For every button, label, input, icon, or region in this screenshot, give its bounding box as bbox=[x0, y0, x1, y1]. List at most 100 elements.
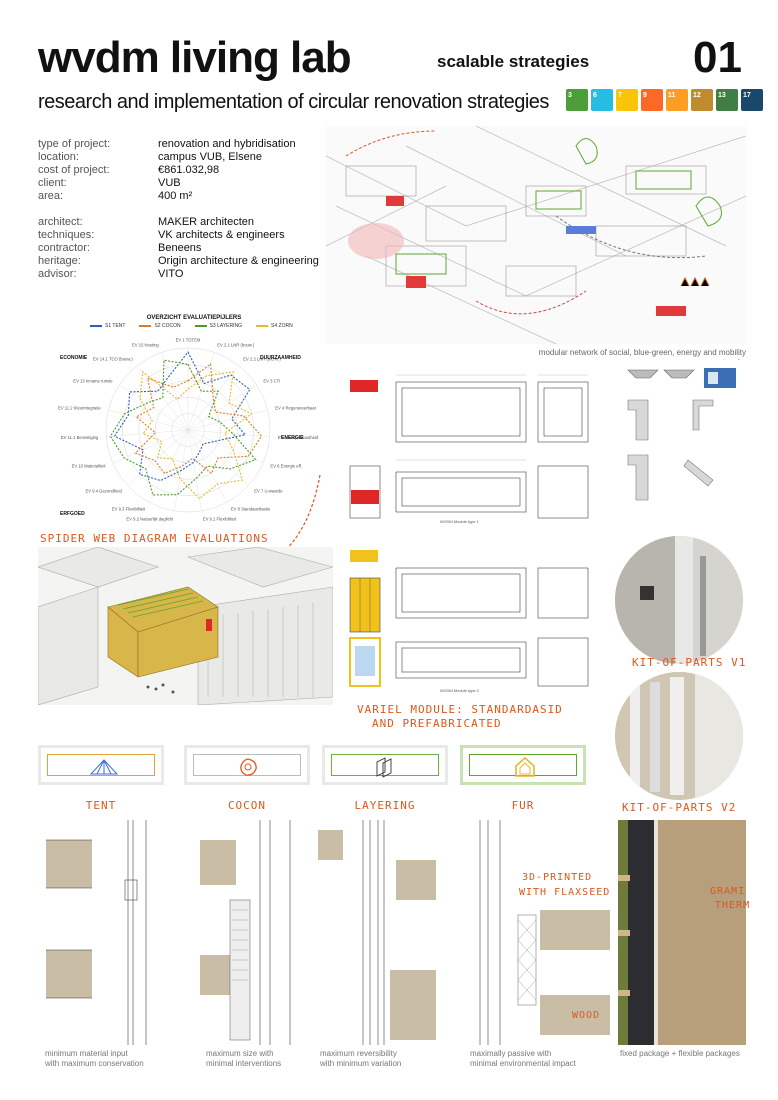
fact-row: advisor:VITO bbox=[38, 268, 338, 281]
note-wood: WOOD bbox=[572, 1010, 601, 1021]
legend-label: S2 COCON bbox=[154, 323, 181, 329]
spider-axis-label: EV 6 Energie eff. bbox=[270, 464, 302, 469]
kit-v1-photo-drawing bbox=[615, 536, 743, 664]
fact-key: advisor: bbox=[38, 268, 77, 280]
network-axonometry-image bbox=[326, 126, 746, 344]
fact-value: MAKER architecten bbox=[158, 216, 254, 228]
fact-row: techniques:VK architects & engineers bbox=[38, 229, 338, 242]
legend-label: S4 ZORN bbox=[271, 323, 293, 329]
spider-category-erfgoed: ERFGOED bbox=[60, 511, 85, 517]
legend-swatch bbox=[90, 325, 102, 327]
sdg-goal-6-icon: 6 bbox=[591, 89, 613, 111]
cocoon-icon bbox=[240, 758, 257, 776]
spider-axis-line bbox=[112, 429, 189, 464]
spider-axis-label: EV 13 Inname ruimte bbox=[73, 378, 113, 383]
kit-v2-photo bbox=[615, 672, 743, 800]
building-axonometry-image bbox=[38, 547, 333, 705]
module-2-title: WVDM Module type 2 bbox=[440, 688, 479, 693]
fact-row: area:400 m² bbox=[38, 190, 338, 203]
fact-row: architect:MAKER architecten bbox=[38, 216, 338, 229]
section-layering-image bbox=[318, 820, 438, 1045]
fact-key: type of project: bbox=[38, 138, 111, 150]
module-1-title: WVDM Module type 1 bbox=[440, 519, 479, 524]
note-3d-printed-2: WITH FLAXSEED bbox=[519, 887, 611, 898]
module-1-plans bbox=[349, 374, 589, 519]
strategy-label-layering: LAYERING bbox=[354, 799, 416, 812]
spider-series-outline bbox=[113, 351, 251, 482]
fact-value: VK architects & engineers bbox=[158, 229, 285, 241]
spider-axis-label: EV 9.3 Flexibiliteit bbox=[112, 507, 146, 512]
section-tent-image bbox=[38, 820, 166, 1045]
spider-axis-label: EV 10 Materialiteit bbox=[72, 464, 107, 469]
fact-value: Beneens bbox=[158, 242, 202, 254]
spider-axis-label: EV 11.1 Bevestiging bbox=[61, 435, 99, 440]
page-lead: research and implementation of circular … bbox=[38, 91, 549, 113]
strategy-frame-fur bbox=[460, 745, 586, 785]
spider-axis-label: EV 11.2 Kleurintegratie bbox=[58, 405, 101, 410]
fact-key: client: bbox=[38, 177, 67, 189]
fact-row: location:campus VUB, Elsene bbox=[38, 151, 338, 164]
fact-value: 400 m² bbox=[158, 190, 193, 202]
module-handwritten-caption-2: AND PREFABRICATED bbox=[372, 717, 502, 730]
spider-axis-line bbox=[106, 429, 189, 437]
module-2-plans bbox=[349, 550, 589, 687]
spider-axis-label: EV 15 Nesting bbox=[132, 342, 159, 347]
page-number: 01 bbox=[693, 33, 742, 82]
spider-axis-line bbox=[161, 352, 189, 431]
legend-item: S4 ZORN bbox=[256, 323, 293, 329]
legend-swatch bbox=[256, 325, 269, 327]
fact-value: Origin architecture & engineering bbox=[158, 255, 319, 267]
fact-value: renovation and hybridisation bbox=[158, 138, 296, 150]
fact-key: location: bbox=[38, 151, 79, 163]
spider-series-outline bbox=[109, 359, 257, 496]
spider-axis-line bbox=[187, 429, 202, 511]
spider-axis-label: EV 7 U-waarde bbox=[254, 488, 283, 493]
strategy-frame-cocon bbox=[184, 745, 310, 785]
layers-icon bbox=[376, 757, 392, 778]
strategy-frame-tent bbox=[38, 745, 164, 785]
strategy-label-tent: TENT bbox=[85, 799, 117, 812]
page-title: wvdm living lab bbox=[38, 33, 352, 82]
fact-value: €861.032,98 bbox=[158, 164, 220, 176]
connector-details-image bbox=[618, 360, 746, 510]
fact-row: client: VUB bbox=[38, 177, 338, 190]
sdg-goal-13-icon: 13 bbox=[716, 89, 738, 111]
section-layering-drawing bbox=[318, 820, 436, 1045]
section-fur-drawing bbox=[479, 820, 610, 1045]
spider-axis-label: EV 8 Standaardisatie bbox=[231, 507, 271, 512]
package-photo bbox=[618, 820, 746, 1045]
section-cocon-drawing bbox=[200, 820, 291, 1045]
fact-row: type of project: renovation and hybridisa… bbox=[38, 138, 338, 151]
legend-item: S2 COCON bbox=[139, 323, 181, 329]
spider-axis-label: EV 9.2 Natuurlijk daglicht bbox=[126, 516, 174, 521]
kit-v2-label: KIT-OF-PARTS V2 bbox=[622, 801, 737, 814]
legend-label: S3 LAYERING bbox=[209, 323, 243, 329]
spider-series-outline bbox=[134, 363, 263, 475]
spider-axis-line bbox=[148, 429, 189, 503]
spider-axis-line bbox=[187, 429, 270, 437]
spider-category-energie: ENERGIE bbox=[281, 435, 304, 441]
fact-value: VUB bbox=[158, 177, 181, 189]
note-gramitherm-1: GRAMI bbox=[710, 886, 746, 897]
spider-axis-label: EV 9.4 Gezondheid bbox=[85, 488, 122, 493]
spider-axis-line bbox=[187, 384, 257, 431]
spider-category-economie: ECONOMIE bbox=[60, 355, 88, 361]
spider-axis-label: EV 14.1 TCO (bouw.) bbox=[93, 356, 133, 361]
caption-packages: fixed package + flexible packages bbox=[620, 1049, 740, 1058]
section-tent-drawing bbox=[46, 820, 147, 1045]
sdg-goal-7-icon: 7 bbox=[616, 89, 638, 111]
spider-axis-line bbox=[187, 429, 264, 464]
module-type-1-drawing: WVDM Module type 1 bbox=[340, 360, 602, 530]
package-photo-drawing bbox=[618, 820, 746, 1045]
note-gramitherm-2: THERM bbox=[715, 900, 751, 911]
connector-drawing bbox=[627, 368, 736, 501]
sdg-goal-12-icon: 12 bbox=[691, 89, 713, 111]
spider-axis-label: EV 5 Aanpasbaarheid bbox=[278, 435, 319, 440]
spider-handwritten-caption: SPIDER WEB DIAGRAM EVALUATIONS bbox=[40, 532, 269, 545]
